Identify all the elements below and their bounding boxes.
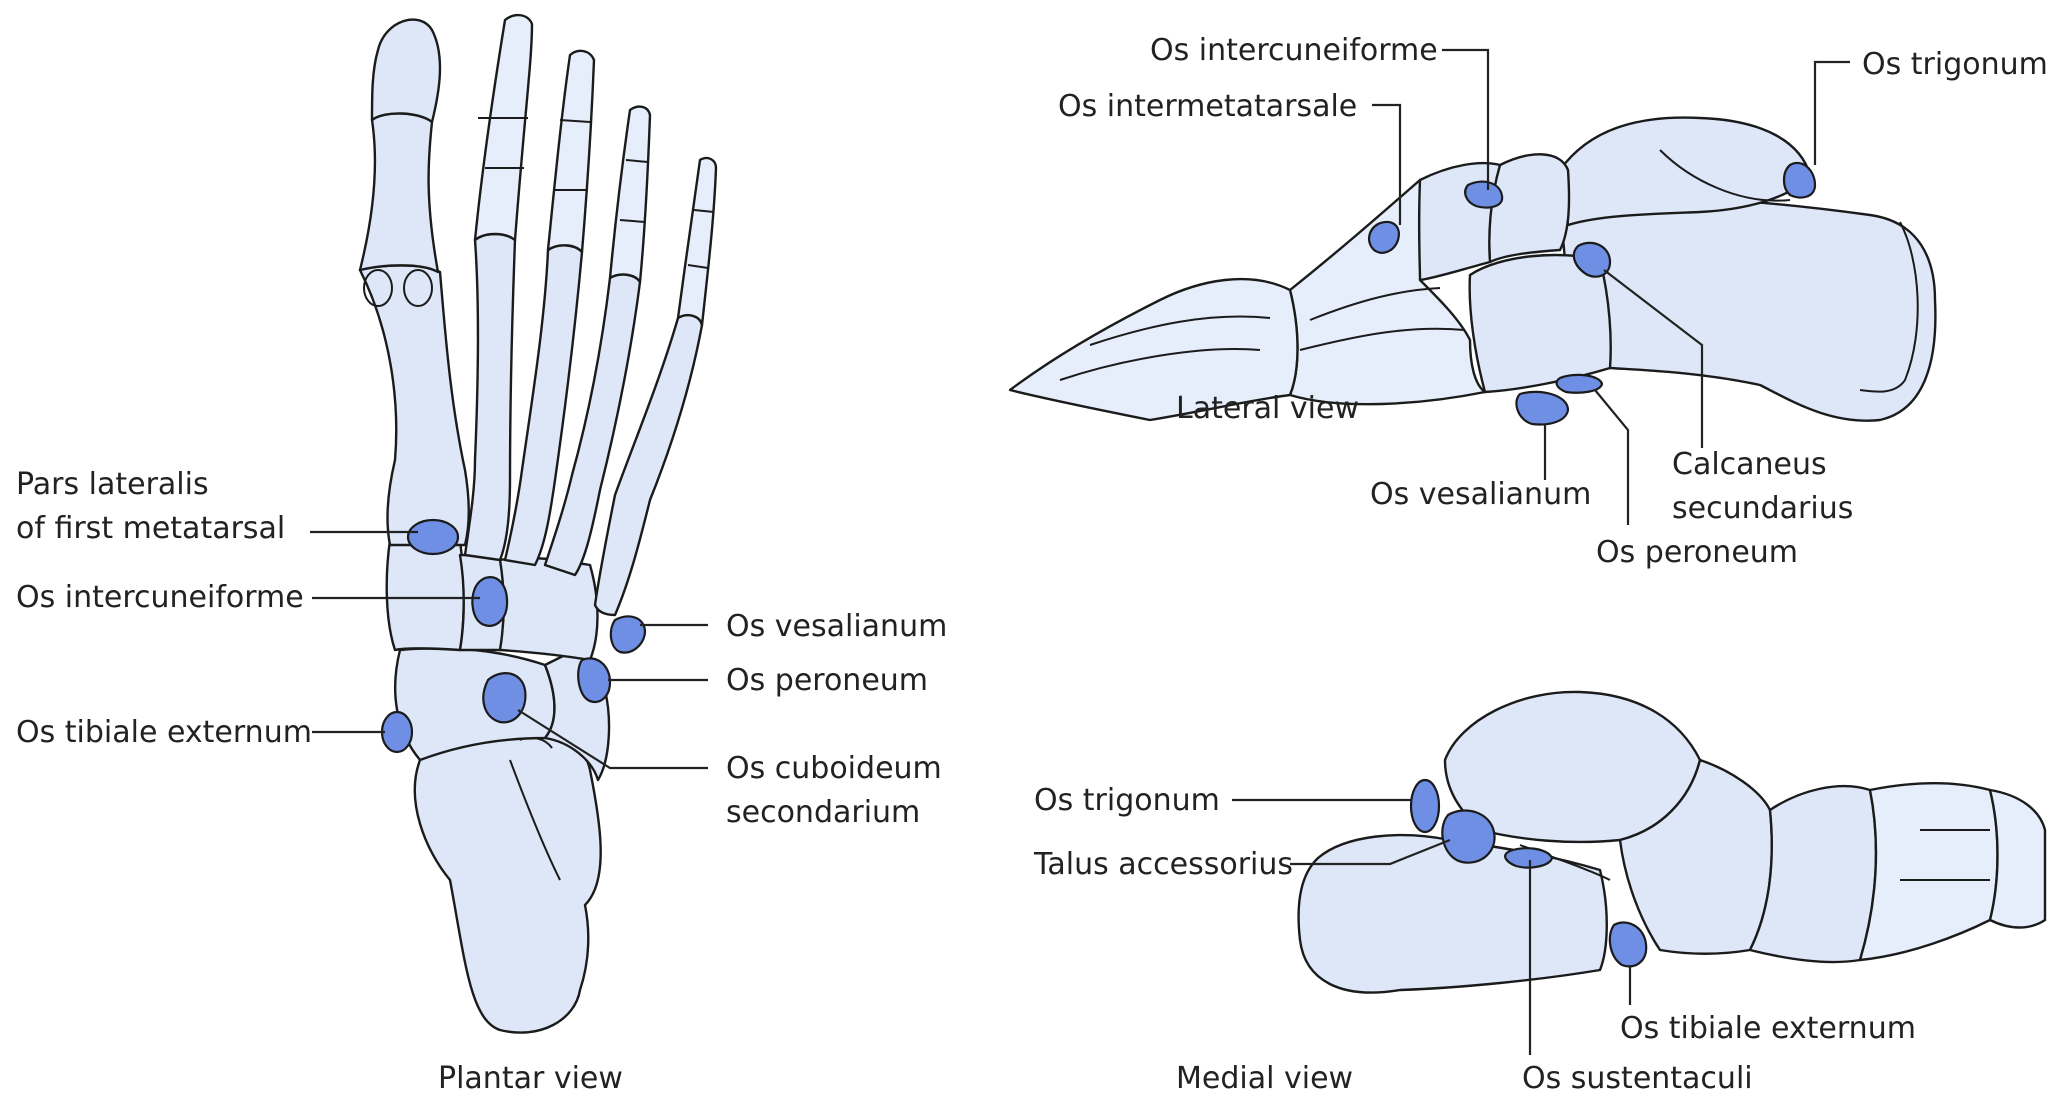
medial-os-trigonum-ossicle <box>1411 780 1439 832</box>
medial-foot-drawing <box>1299 692 2045 993</box>
plantar-label-os-cuboideum-line2: secondarium <box>726 795 920 830</box>
lateral-os-intercuneiforme-ossicle <box>1465 182 1502 208</box>
plantar-toe-5 <box>678 158 716 325</box>
lateral-os-vesalianum-ossicle <box>1516 392 1568 425</box>
plantar-os-cuboideum-ossicle <box>483 673 525 722</box>
lateral-label-calcaneus-line2: secundarius <box>1672 491 1853 526</box>
plantar-pars-lateralis-ossicle <box>408 520 458 554</box>
plantar-label-os-vesalianum: Os vesalianum <box>726 609 947 644</box>
plantar-toe-4 <box>610 107 650 282</box>
plantar-metatarsal-2 <box>465 234 515 560</box>
plantar-label-pars-lateralis-line2: of first metatarsal <box>16 511 285 546</box>
plantar-toe-3 <box>548 51 594 252</box>
plantar-label-os-peroneum: Os peroneum <box>726 663 928 698</box>
plantar-label-os-tibiale-externum: Os tibiale externum <box>16 715 312 750</box>
plantar-lateral-cuneiform <box>500 558 598 660</box>
lateral-os-intermetatarsale-ossicle <box>1369 222 1399 253</box>
medial-view: Os trigonum Talus accessorius Os tibiale… <box>1033 692 2045 1096</box>
lateral-caption: Lateral view <box>1176 391 1359 426</box>
medial-calcaneus <box>1299 835 1607 992</box>
medial-label-os-sustentaculi: Os sustentaculi <box>1522 1061 1753 1096</box>
plantar-foot-drawing <box>360 15 716 1033</box>
lateral-leader-peroneum <box>1595 390 1628 525</box>
lateral-label-os-intermetatarsale: Os intermetatarsale <box>1058 89 1357 124</box>
medial-os-sustentaculi-ossicle <box>1505 848 1552 867</box>
plantar-metatarsal-1 <box>360 265 469 545</box>
plantar-hallux-proximal <box>360 113 438 272</box>
plantar-os-tibiale-externum-ossicle <box>382 712 412 752</box>
plantar-caption: Plantar view <box>438 1061 623 1096</box>
plantar-label-os-cuboideum-line1: Os cuboideum <box>726 751 942 786</box>
lateral-navicular <box>1489 154 1569 262</box>
medial-label-talus-accessorius: Talus accessorius <box>1033 847 1293 882</box>
plantar-calcaneus <box>415 737 601 1032</box>
lateral-label-os-peroneum: Os peroneum <box>1596 535 1798 570</box>
lateral-label-calcaneus-line1: Calcaneus <box>1672 447 1827 482</box>
lateral-label-os-trigonum: Os trigonum <box>1862 47 2048 82</box>
medial-label-os-tibiale-externum: Os tibiale externum <box>1620 1011 1916 1046</box>
medial-os-tibiale-externum-ossicle <box>1610 922 1646 966</box>
plantar-view: Pars lateralis of first metatarsal Os in… <box>16 15 947 1096</box>
plantar-os-peroneum-ossicle <box>578 658 610 702</box>
medial-talus-accessorius-ossicle <box>1442 810 1494 862</box>
lateral-label-os-intercuneiforme: Os intercuneiforme <box>1150 33 1438 68</box>
plantar-hallux-distal <box>372 20 440 122</box>
lateral-leader-trigonum <box>1815 62 1850 165</box>
plantar-os-intercuneiforme-ossicle <box>472 577 507 626</box>
medial-caption: Medial view <box>1176 1061 1353 1096</box>
plantar-toe-2 <box>475 15 532 240</box>
lateral-os-trigonum-ossicle <box>1784 163 1815 198</box>
medial-phalanges <box>1990 790 2045 928</box>
plantar-os-vesalianum-ossicle <box>611 616 645 652</box>
lateral-calcaneus <box>1560 198 1935 421</box>
plantar-label-pars-lateralis-line1: Pars lateralis <box>16 467 209 502</box>
lateral-label-os-vesalianum: Os vesalianum <box>1370 477 1591 512</box>
lateral-view: Os intercuneiforme Os intermetatarsale O… <box>1010 33 2048 570</box>
medial-metatarsal-1 <box>1860 783 1998 960</box>
plantar-medial-cuneiform <box>387 540 464 650</box>
plantar-label-os-intercuneiforme: Os intercuneiforme <box>16 580 304 615</box>
medial-label-os-trigonum: Os trigonum <box>1034 783 1220 818</box>
